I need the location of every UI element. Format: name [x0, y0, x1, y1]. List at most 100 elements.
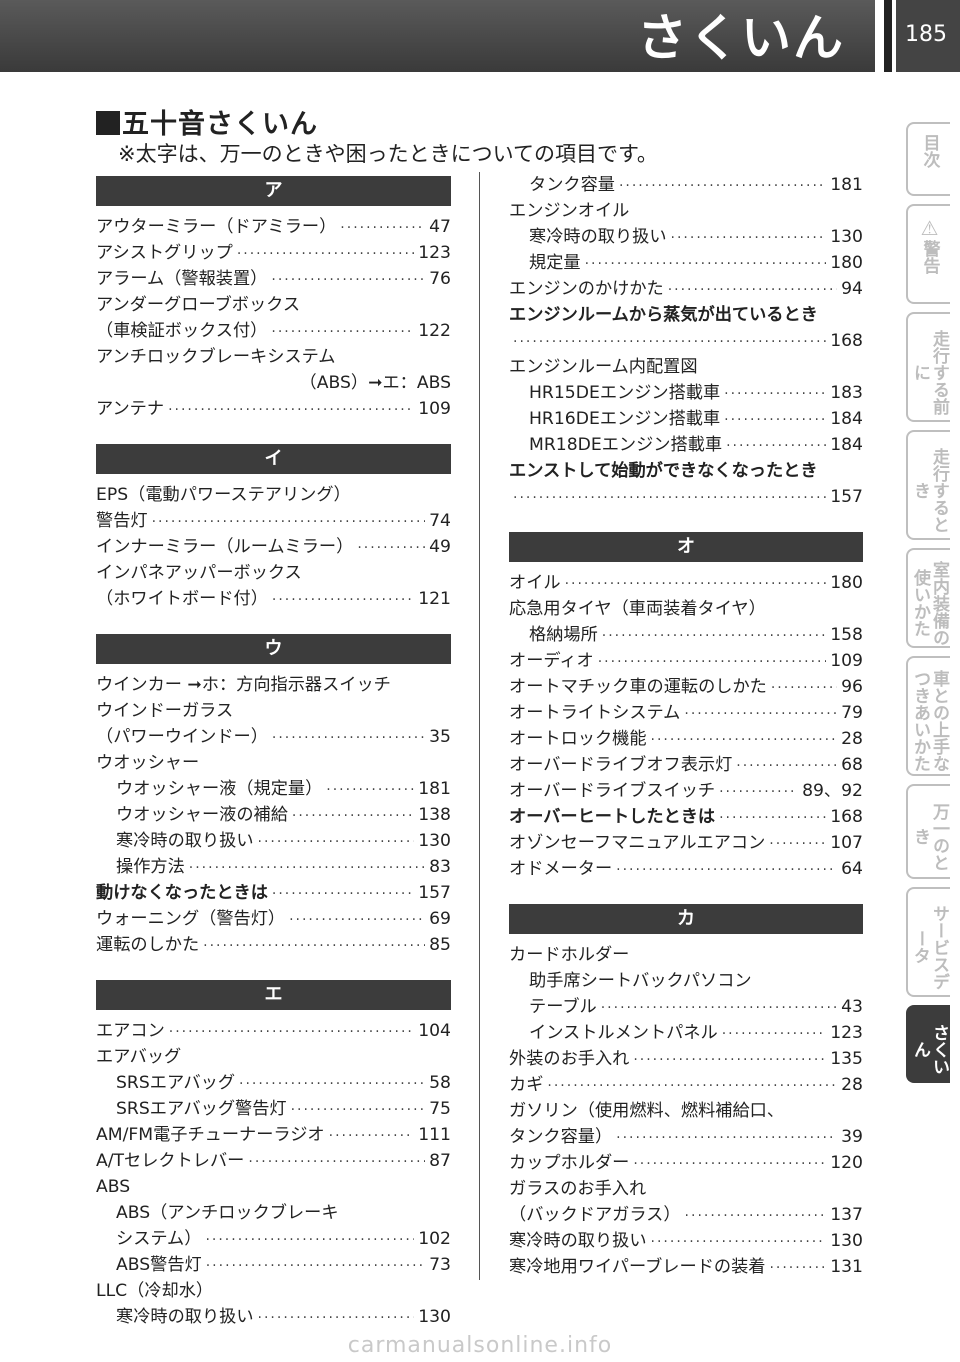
index-entry: ウインカー ➞ホ：方向指示器スイッチ	[96, 672, 451, 698]
entry-page-number: 121	[418, 589, 451, 609]
entry-text: インストルメントパネル	[529, 1023, 718, 1043]
entry-page-number: 168	[830, 331, 863, 351]
entry-page-number: 123	[418, 243, 451, 263]
entry-page-number: 69	[429, 909, 451, 929]
watermark: carmanualsonline.info	[347, 1333, 613, 1358]
index-entry: ガラスのお手入れ	[509, 1176, 863, 1202]
side-tab[interactable]: 万一のとき	[906, 784, 950, 879]
dot-leader	[237, 241, 414, 267]
side-tab[interactable]: 目次	[906, 122, 950, 196]
entry-page-number: 94	[841, 279, 863, 299]
index-entry: （パワーウインドー） 35	[96, 724, 451, 750]
side-tab[interactable]: サービスデータ	[906, 887, 950, 997]
index-entry: オートロック機能28	[509, 726, 863, 752]
entry-text: ウオッシャー	[96, 753, 200, 773]
entry-text: ABS	[96, 1177, 131, 1197]
entry-page-number: 39	[841, 1127, 863, 1147]
dot-leader	[272, 881, 414, 907]
index-entry: 寒冷地用ワイパーブレードの装着 131	[509, 1254, 863, 1280]
entry-page-number: 157	[418, 883, 451, 903]
dot-leader	[547, 1073, 837, 1099]
entry-page-number: 76	[429, 269, 451, 289]
index-entry: ABS（アンチロックブレーキ	[96, 1200, 451, 1226]
index-entry: ウオッシャー	[96, 750, 451, 776]
entry-text: （パワーウインドー）	[96, 727, 268, 747]
side-tab-label: 警告	[919, 240, 940, 274]
entry-page-number: 184	[830, 409, 863, 429]
dot-leader	[585, 251, 827, 277]
dot-leader	[203, 933, 425, 959]
entry-page-number: 135	[830, 1049, 863, 1069]
entry-text: （車検証ボックス付）	[96, 321, 268, 341]
dot-leader	[206, 1253, 425, 1279]
side-tab[interactable]: 走行するとき	[906, 430, 950, 540]
entry-text: アシストグリップ	[96, 243, 233, 263]
entry-text: カードホルダー	[509, 945, 630, 965]
dot-leader	[292, 803, 414, 829]
entry-page-number: 68	[841, 755, 863, 775]
dot-leader	[272, 725, 425, 751]
side-tab-label: 万一のとき	[910, 802, 949, 871]
index-entry: エンジンオイル	[509, 198, 863, 224]
index-entry: アシストグリップ 123	[96, 240, 451, 266]
page-title: さくいん	[637, 9, 845, 67]
index-entry: 寒冷時の取り扱い130	[96, 1304, 451, 1330]
dot-leader	[668, 277, 837, 303]
index-entry: HR15DEエンジン搭載車183	[509, 380, 863, 406]
entry-text: アウターミラー（ドアミラー）	[96, 217, 337, 237]
dot-leader	[736, 753, 837, 779]
index-entry: カードホルダー	[509, 942, 863, 968]
entry-text: オーバードライブオフ表示灯	[509, 755, 733, 775]
entry-page-number: 181	[418, 779, 451, 799]
side-tab[interactable]: 走行する前に	[906, 312, 950, 422]
index-entry: エンジンルームから蒸気が出ているとき	[509, 302, 863, 328]
index-entry: 格納場所158	[509, 622, 863, 648]
dot-leader	[616, 857, 837, 883]
entry-text: 寒冷時の取り扱い	[116, 1307, 254, 1327]
index-entry: ウオッシャー液の補給138	[96, 802, 451, 828]
entry-text: SRSエアバッグ	[116, 1073, 236, 1093]
dot-leader	[169, 1019, 414, 1045]
entry-page-number: 35	[429, 727, 451, 747]
section-note: ※太字は、万一のときや困ったときについての項目です。	[118, 142, 658, 166]
entry-text: エンストして始動ができなくなったとき	[509, 461, 818, 481]
entry-text: オーバードライブスイッチ	[509, 781, 716, 801]
dot-leader	[724, 407, 826, 433]
entry-page-number: 96	[841, 677, 863, 697]
side-tab[interactable]: ⚠警告	[906, 204, 950, 304]
dot-leader	[598, 649, 826, 675]
entry-page-number: 109	[830, 651, 863, 671]
index-entry: テーブル43	[509, 994, 863, 1020]
side-tab-label: さくいん	[910, 1023, 949, 1075]
side-tab[interactable]: さくいん	[906, 1005, 950, 1083]
entry-text: 寒冷地用ワイパーブレードの装着	[509, 1257, 766, 1277]
index-entry: エンジンルーム内配置図	[509, 354, 863, 380]
entry-page-number: 168	[830, 807, 863, 827]
entry-page-number: 111	[418, 1125, 451, 1145]
kana-heading: ウ	[96, 634, 451, 664]
entry-page-number: 131	[830, 1257, 863, 1277]
index-entry: EPS（電動パワーステアリング）	[96, 482, 451, 508]
dot-leader	[271, 267, 425, 293]
entry-text: ウオッシャー液の補給	[116, 805, 288, 825]
entry-text: タンク容量	[529, 175, 615, 195]
index-column-left: アアウターミラー（ドアミラー）47アシストグリップ123アラーム（警報装置）76…	[96, 172, 451, 1330]
entry-page-number: 43	[841, 997, 863, 1017]
side-tab[interactable]: 車との上手なつきあいかた	[906, 656, 950, 776]
index-column-right: タンク容量181エンジンオイル寒冷時の取り扱い130規定量180エンジンのかけか…	[509, 172, 863, 1280]
entry-page-number: 28	[841, 1075, 863, 1095]
index-entry: 寒冷時の取り扱い130	[509, 1228, 863, 1254]
entry-text: エアコン	[96, 1021, 165, 1041]
index-entry: 規定量180	[509, 250, 863, 276]
index-entry: アンテナ109	[96, 396, 451, 422]
entry-text: （ABS）➞エ：ABS	[299, 373, 451, 393]
side-tab[interactable]: 室内装備の使いかた	[906, 548, 950, 648]
dot-leader	[248, 1149, 425, 1175]
dot-leader	[152, 509, 426, 535]
entry-text: SRSエアバッグ警告灯	[116, 1099, 287, 1119]
side-tab-label: 目次	[919, 134, 940, 168]
section-title: 五十音さくいん	[122, 109, 318, 140]
dot-leader	[633, 1047, 826, 1073]
entry-text: EPS（電動パワーステアリング）	[96, 485, 351, 505]
entry-text: カップホルダー	[509, 1153, 630, 1173]
